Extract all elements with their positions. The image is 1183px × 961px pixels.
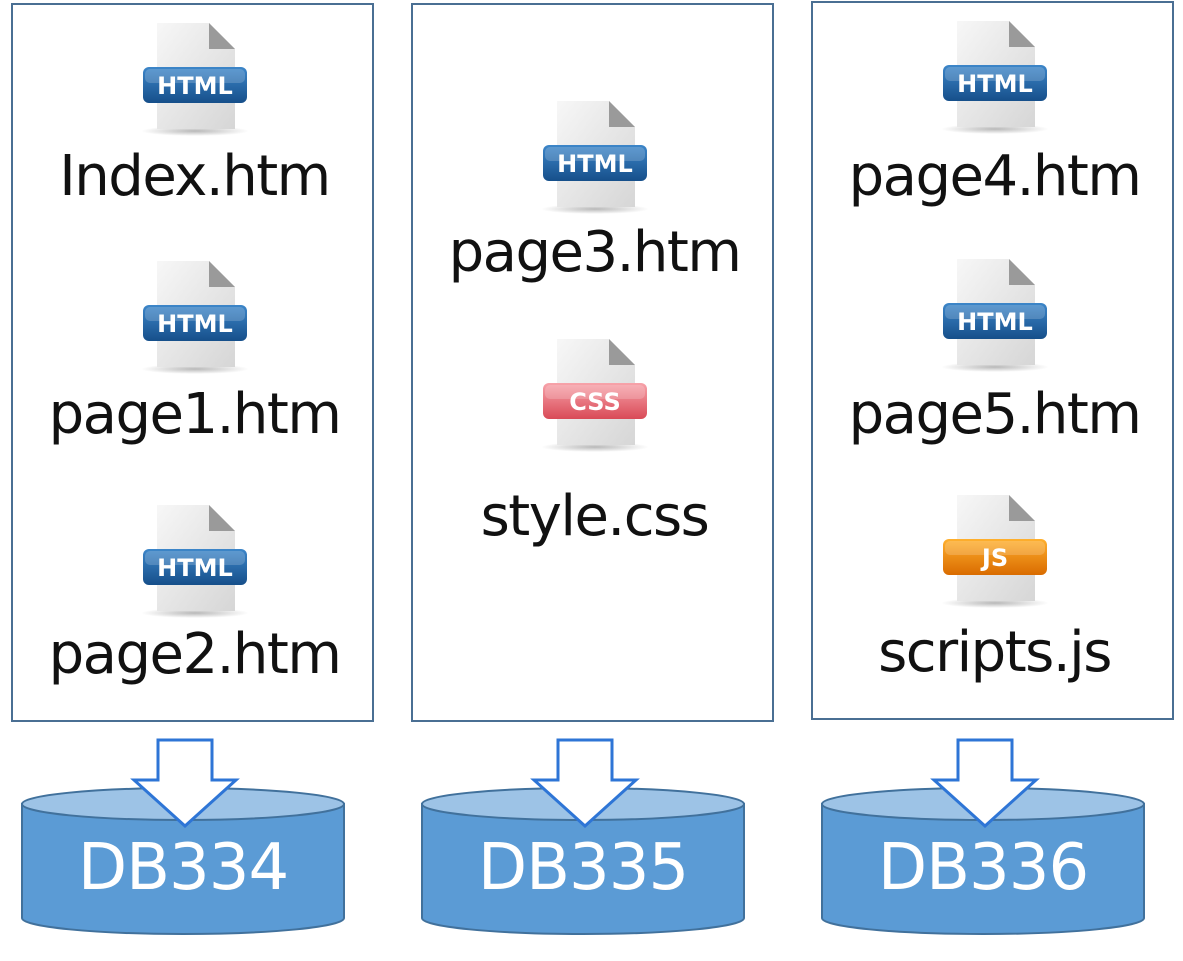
down-arrow-icon xyxy=(930,738,1040,828)
file-group-box-1: HTML Index.htm HTML page1.htm HTML page2… xyxy=(11,3,374,722)
svg-text:HTML: HTML xyxy=(157,554,233,582)
file-name: Index.htm xyxy=(59,144,331,209)
file-name: page3.htm xyxy=(448,220,742,285)
html-file-icon: HTML xyxy=(940,259,1049,372)
database-name: DB334 xyxy=(77,831,289,905)
database-name: DB336 xyxy=(877,831,1089,905)
html-file-icon: HTML xyxy=(140,23,249,136)
file-name: scripts.js xyxy=(878,620,1112,685)
svg-text:HTML: HTML xyxy=(957,70,1033,98)
file-name: page4.htm xyxy=(848,144,1142,209)
down-arrow-icon xyxy=(130,738,240,828)
file-name: style.css xyxy=(480,484,710,549)
html-file-icon: HTML xyxy=(140,261,249,374)
js-file-icon: JS xyxy=(940,495,1049,608)
svg-text:HTML: HTML xyxy=(157,72,233,100)
svg-text:JS: JS xyxy=(979,544,1007,572)
down-arrow-icon xyxy=(530,738,640,828)
svg-text:HTML: HTML xyxy=(957,308,1033,336)
svg-text:HTML: HTML xyxy=(157,310,233,338)
html-file-icon: HTML xyxy=(140,505,249,618)
database-cylinder: DB336 xyxy=(820,786,1146,936)
html-file-icon: HTML xyxy=(540,101,649,214)
file-group-box-3: HTML page4.htm HTML page5.htm JS scripts… xyxy=(811,1,1174,720)
svg-text:CSS: CSS xyxy=(569,388,621,416)
file-name: page5.htm xyxy=(848,382,1142,447)
svg-text:HTML: HTML xyxy=(557,150,633,178)
database-icon xyxy=(821,787,1145,935)
database-name: DB335 xyxy=(477,831,689,905)
database-cylinder: DB334 xyxy=(20,786,346,936)
file-group-box-2: HTML page3.htm CSS style.css xyxy=(411,3,774,722)
css-file-icon: CSS xyxy=(540,339,649,452)
html-file-icon: HTML xyxy=(940,21,1049,134)
file-name: page2.htm xyxy=(48,622,342,687)
file-name: page1.htm xyxy=(48,382,342,447)
